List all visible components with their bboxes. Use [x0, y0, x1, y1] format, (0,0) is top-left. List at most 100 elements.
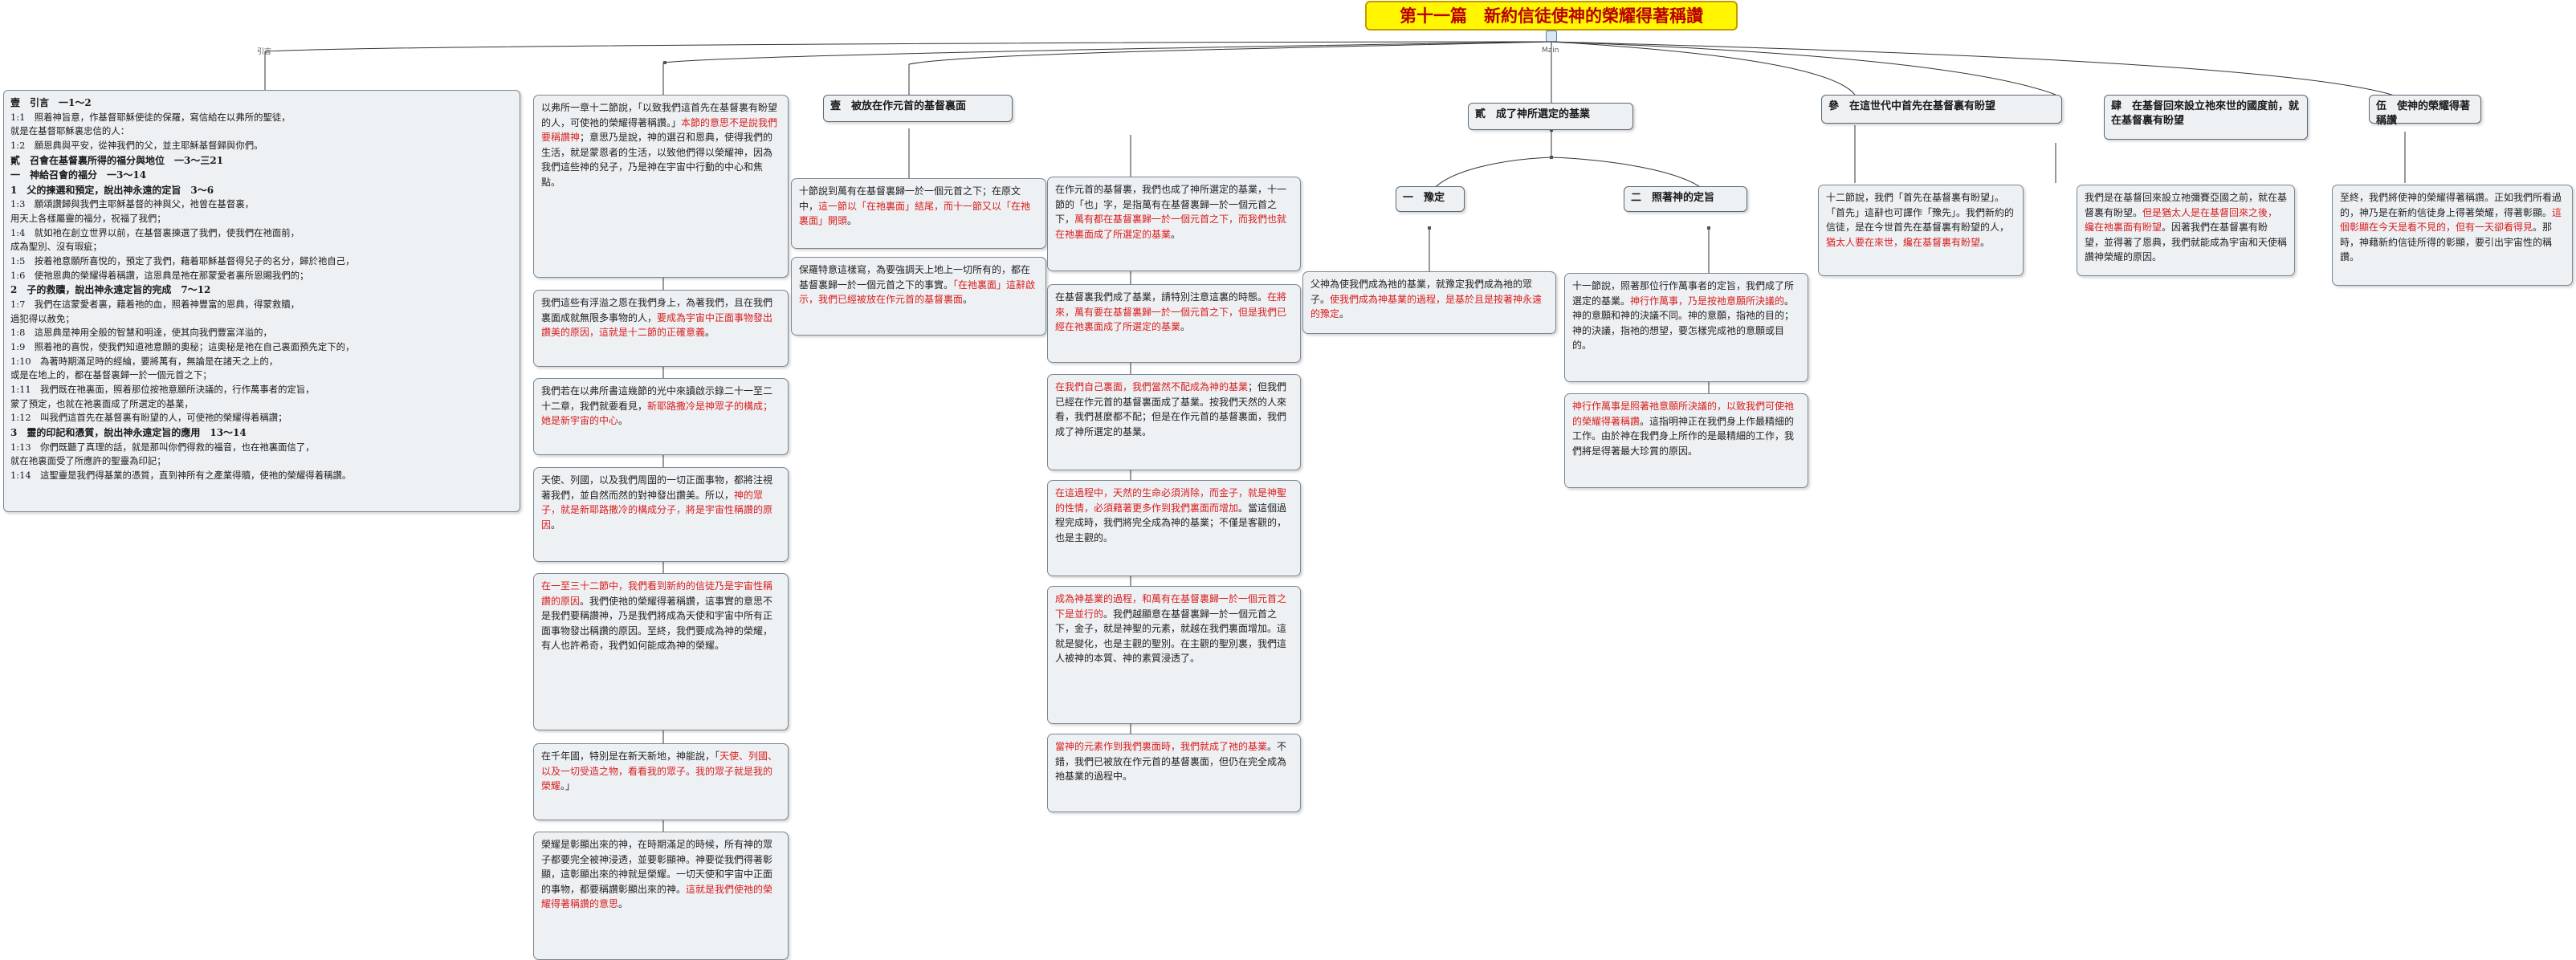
note-first-hope: 十二節說，我們「首先在基督裏有盼望」。「首先」這辭也可譯作「豫先」。我們新約的信…	[1818, 185, 2024, 276]
heading-2a[interactable]: 一 豫定	[1396, 186, 1465, 212]
outline-line: 蒙了預定，也就在祂裏面成了所選定的基業，	[10, 397, 194, 409]
highlight-text: 猶太人要在來世，纔在基督裏有盼望	[1826, 236, 1981, 248]
note-text: 。	[551, 519, 561, 531]
outline-line: 過犯得以赦免；	[10, 312, 75, 324]
note-text: 十一節說，照著那位行作萬事者的定旨，我們成了所選定的基業。	[1572, 280, 1795, 307]
outline-line: 1:7 我們在這蒙愛者裏，藉着祂的血，照着神豐富的恩典，得蒙救贖，	[10, 299, 300, 311]
highlight-text: 使我們成為神基業的過程，是基於且是按著神永遠的豫定	[1310, 293, 1543, 320]
note-text: 。	[847, 215, 858, 227]
note-text: 十二節說，我們「首先在基督裏有盼望」。「首先」這辭也可譯作「豫先」。我們新約的信…	[1826, 192, 2015, 234]
outline-line: 1:10 為著時期滿足時的經綸，要將萬有，無論是在諸天之上的，	[10, 355, 279, 367]
highlight-text: 在我們自己裏面，我們當然不配成為神的基業	[1055, 381, 1249, 393]
heading-5[interactable]: 伍 使神的榮耀得著稱讚	[2369, 95, 2481, 127]
note-glory-praise: 至終，我們將使神的榮耀得著稱讚。正如我們所看過的，神乃是在新約信徒身上得著榮耀，…	[2332, 185, 2573, 286]
note-text: 。當這個過程完成時，我們將完全成為神的基業；不僅是客觀的，也是主觀的。	[1055, 502, 1287, 543]
note-finest-work: 神行作萬事是照著祂意願所決議的，以致我們可使祂的榮耀得著稱讚。這指明神正在我們身…	[1564, 393, 1808, 488]
highlight-text: 當神的元素作到我們裏面時，我們就成了祂的基業	[1055, 741, 1268, 752]
note-text: 我們是在基督回來設立祂彌賽亞國之前，就在基督裏有盼望。	[2085, 192, 2288, 218]
note-text: 父神為使我們成為祂的基業，就豫定我們成為祂的眾子。	[1310, 279, 1533, 305]
note-text: 。	[963, 294, 973, 306]
note-text: 。	[1339, 308, 1350, 320]
highlight-text: 這一節以「在祂裏面」結尾，而十一節又以「在祂裏面」開頭	[799, 200, 1031, 227]
note-in-head-christ: 保羅特意這樣寫，為要強調天上地上一切所有的，都在基督裏歸一於一個元首之下的事實。…	[791, 257, 1046, 336]
note-text: 。	[1171, 228, 1181, 240]
outline-line: 用天上各樣屬靈的福分，祝福了我們；	[10, 213, 166, 225]
note-text: 。	[1980, 236, 1991, 248]
outline-line: 1:12 叫我們這首先在基督裏有盼望的人，可使祂的榮耀得着稱讚；	[10, 412, 287, 424]
note-text: 保羅特意這樣寫，為要強調天上地上一切所有的，都在基督裏歸一於一個元首之下的事實。	[799, 264, 1031, 291]
outline-line: 1:9 照着祂的喜悅，使我們知道祂意願的奧秘；這奧秘是祂在自己裏面預先定下的，	[10, 341, 355, 353]
outline-line: 2 子的救贖，說出神永遠定旨的完成 7～12	[10, 284, 211, 296]
note-millennium: 在千年國，特別是在新天新地，神能說，「天使、列國、以及一切受造之物，看看我的眾子…	[533, 743, 789, 820]
outline-line: 1 父的揀選和預定，說出神永遠的定旨 3～6	[10, 184, 214, 196]
note-text: 在基督裏我們成了基業，請特別注意這裏的時態。	[1055, 291, 1268, 303]
note-text: 。不錯，我們已被放在作元首的基督裏面，但仍在完全成為祂基業的過程中。	[1055, 741, 1287, 783]
note-gold-increase: 在這過程中，天然的生命必須消除，而金子，就是神聖的性情，必須藉著更多作到我們裏面…	[1047, 480, 1301, 576]
outline-line: 3 靈的印記和憑質，說出神永遠定旨的應用 13～14	[10, 427, 247, 439]
highlight-text: 「在祂裏面」這辭啟示，我們已經被放在作元首的基督裏面	[799, 279, 1036, 306]
note-text: 。	[618, 415, 629, 427]
note-text: ；意思乃是說，神的選召和恩典，使得我們的生活，就是蒙恩者的生活，以致他們得以榮耀…	[541, 132, 773, 188]
highlight-text: 新耶路撒冷是神眾子的構成；她是新宇宙的中心	[541, 400, 773, 427]
highlight-text: 在一至三十二節中，我們看到新約的信徒乃是宇宙性稱讚的原因	[541, 580, 773, 607]
note-text: 。我們使祂的榮耀得著稱讚，這事實的意思不是我們要稱讚神，乃是我們將成為天使和宇宙…	[541, 595, 773, 652]
note-text: 。」	[560, 780, 576, 792]
note-chosen-inheritance: 在作元首的基督裏，我們也成了神所選定的基業，十一節的「也」字，是指萬有在基督裏歸…	[1047, 177, 1301, 271]
note-text: 。	[618, 898, 629, 910]
outline-line: 1:14 這聖靈是我們得基業的憑質，直到神所有之產業得贖，使祂的榮耀得着稱讚。	[10, 470, 352, 481]
connector-label-intro: 引言	[257, 48, 272, 56]
note-text: 。這指明神正在我們身上作最精細的工作。由於神在我們身上所作的是最精細的工作，我們…	[1572, 415, 1795, 457]
outline-line: 1:5 按着祂意願所喜悅的，預定了我們，藉着耶穌基督得兒子的名分，歸於祂自己，	[10, 255, 355, 267]
highlight-text: 但是猶太人是在基督回來之後，纔在祂裏面有盼望	[2085, 206, 2278, 234]
note-text: 天使、列國，以及我們周圍的一切正面事物，都將注視著我們，並自然而然的對神發出讚美…	[541, 474, 773, 501]
note-text: 在作元首的基督裏，我們也成了神所選定的基業，十一節的「也」字，是指萬有在基督裏歸…	[1055, 184, 1287, 226]
outline-line: 1:6 使祂恩典的榮耀得着稱讚，這恩典是祂在那蒙愛者裏所恩賜我們的；	[10, 269, 309, 281]
note-tense: 在基督裏我們成了基業，請特別注意這裏的時態。在將來，萬有要在基督裏歸一於一個元首…	[1047, 284, 1301, 363]
connector-label-main: Main	[1542, 47, 1559, 55]
note-transformation: 成為神基業的過程，和萬有在基督裏歸一於一個元首之下是並行的。我們越顯意在基督裏歸…	[1047, 586, 1301, 724]
highlight-text: 神的眾子，就是新耶路撒冷的構成分子，將是宇宙性稱讚的原因	[541, 489, 773, 531]
highlight-text: 神行作萬事，乃是按祂意願所決議的	[1630, 295, 1785, 307]
note-text: 。我們越顯意在基督裏歸一於一個元首之下，金子，就是神聖的元素，就越在我們裏面增加…	[1055, 608, 1287, 665]
note-text: 以弗所一章十二節說，「以致我們這首先在基督裏有盼望的人，可使祂的榮耀得著稱讚。」	[541, 102, 778, 128]
map-title: 第十一篇 新約信徒使神的榮耀得著稱讚	[1365, 1, 1738, 31]
outline-line: 就是在基督耶穌裏忠信的人：	[10, 125, 130, 137]
outline-line: 1:1 照着神旨意，作基督耶穌使徒的保羅，寫信給在以弗所的聖徒，	[10, 111, 291, 123]
heading-2[interactable]: 貳 成了神所選定的基業	[1468, 103, 1633, 130]
note-text: 。神的意願和神的決議不同。神的意願，指祂的目的；神的決議，指祂的想望，要怎樣完成…	[1572, 295, 1795, 352]
heading-3[interactable]: 參 在這世代中首先在基督裏有盼望	[1821, 95, 2062, 124]
note-before-kingdom: 我們是在基督回來設立祂彌賽亞國之前，就在基督裏有盼望。但是猶太人是在基督回來之後…	[2077, 185, 2295, 276]
note-text: 至終，我們將使神的榮耀得著稱讚。正如我們所看過的，神乃是在新約信徒身上得著榮耀，…	[2340, 192, 2562, 218]
highlight-text: 成為神基業的過程，和萬有在基督裏歸一於一個元首之下是並行的	[1055, 593, 1287, 620]
note-text: 。那時，神藉新約信徒所得的彰顯，要引出宇宙性的稱讚。	[2340, 222, 2553, 263]
note-purpose-counsel: 十一節說，照著那位行作萬事者的定旨，我們成了所選定的基業。神行作萬事，乃是按祂意…	[1564, 273, 1808, 382]
outline-line: 或是在地上的，都在基督裏歸一於一個元首之下；	[10, 369, 212, 381]
highlight-text: 這個彰顯在今天是看不見的，但有一天卻看得見	[2340, 206, 2562, 234]
note-verses1-12-cause: 在一至三十二節中，我們看到新約的信徒乃是宇宙性稱讚的原因。我們使祂的榮耀得著稱讚…	[533, 573, 789, 730]
highlight-text: 神行作萬事是照著祂意願所決議的，以致我們可使祂的榮耀得著稱讚	[1572, 401, 1795, 427]
note-text: 我們這些有浮溢之恩在我們身上，為著我們，且在我們裏面成就無限多事物的人，	[541, 297, 773, 323]
heading-2b[interactable]: 二 照著神的定旨	[1624, 186, 1747, 212]
outline-line: 1:3 願頌讚歸與我們主耶穌基督的神與父，祂曾在基督裏，	[10, 198, 255, 210]
heading-4[interactable]: 肆 在基督回來設立祂來世的國度前，就在基督裏有盼望	[2104, 95, 2308, 140]
note-text: 我們若在以弗所書這幾節的光中來讀啟示錄二十一至二十二章，我們就要看見，	[541, 385, 773, 412]
heading-1[interactable]: 壹 被放在作元首的基督裏面	[823, 95, 1013, 122]
outline-line: 成為聖別、沒有瑕疵；	[10, 241, 102, 253]
note-text: 。	[705, 327, 715, 339]
outline-line: 貳 召會在基督裏所得的福分與地位 一3～三21	[10, 154, 224, 166]
note-predestination: 父神為使我們成為祂的基業，就豫定我們成為祂的眾子。使我們成為神基業的過程，是基於…	[1302, 271, 1556, 334]
outline-line: 1:13 你們既聽了真理的話，就是那叫你們得救的福音，也在祂裏面信了，	[10, 441, 315, 453]
highlight-text: 萬有都在基督裏歸一於一個元首之下，而我們也就在祂裏面成了所選定的基業	[1055, 214, 1287, 240]
outline-line: 1:2 願恩典與平安，從神我們的父，並主耶穌基督歸與你們。	[10, 139, 263, 151]
central-hub-icon[interactable]	[1546, 31, 1557, 42]
note-text: 。	[1180, 321, 1191, 333]
note-glory-expressed: 榮耀是彰顯出來的神，在時期滿足的時候，所有神的眾子都要完全被神浸透，並要彰顯神。…	[533, 832, 789, 960]
note-angels-nations: 天使、列國，以及我們周圍的一切正面事物，都將注視著我們，並自然而然的對神發出讚美…	[533, 467, 789, 562]
note-in-him: 十節說到萬有在基督裏歸一於一個元首之下；在原文中，這一節以「在祂裏面」結尾，而十…	[791, 178, 1046, 249]
outline-line: 就在祂裏面受了所應許的聖靈為印記；	[10, 455, 166, 467]
highlight-text: 要成為宇宙中正面事物發出讚美的原因，這就是十二節的正確意義	[541, 311, 773, 339]
outline-line: 1:8 這恩典是神用全般的智慧和明達，使其向我們豐富洋溢的，	[10, 327, 272, 339]
note-in-process: 當神的元素作到我們裏面時，我們就成了祂的基業。不錯，我們已被放在作元首的基督裏面…	[1047, 734, 1301, 812]
highlight-text: 本節的意思不是說我們要稱讚神	[541, 116, 778, 144]
